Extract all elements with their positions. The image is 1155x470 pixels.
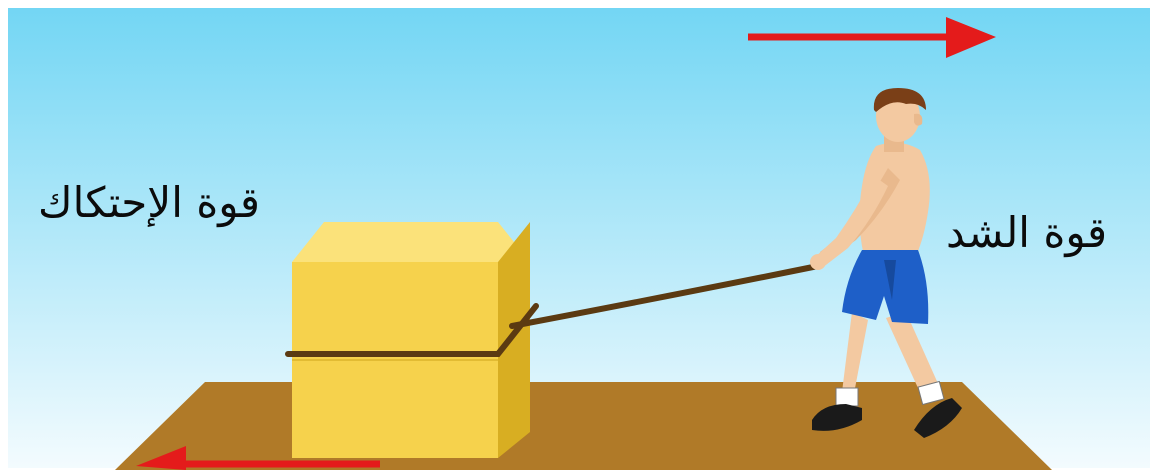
box-side: [498, 222, 530, 458]
tension-force-label: قوة الشد: [946, 212, 1107, 254]
box: [292, 222, 530, 458]
person-sock-back: [836, 388, 858, 406]
friction-force-label: قوة الإحتكاك: [38, 182, 260, 224]
person-hand: [810, 254, 826, 270]
box-top: [292, 222, 530, 262]
ground-surface: [115, 382, 1052, 470]
